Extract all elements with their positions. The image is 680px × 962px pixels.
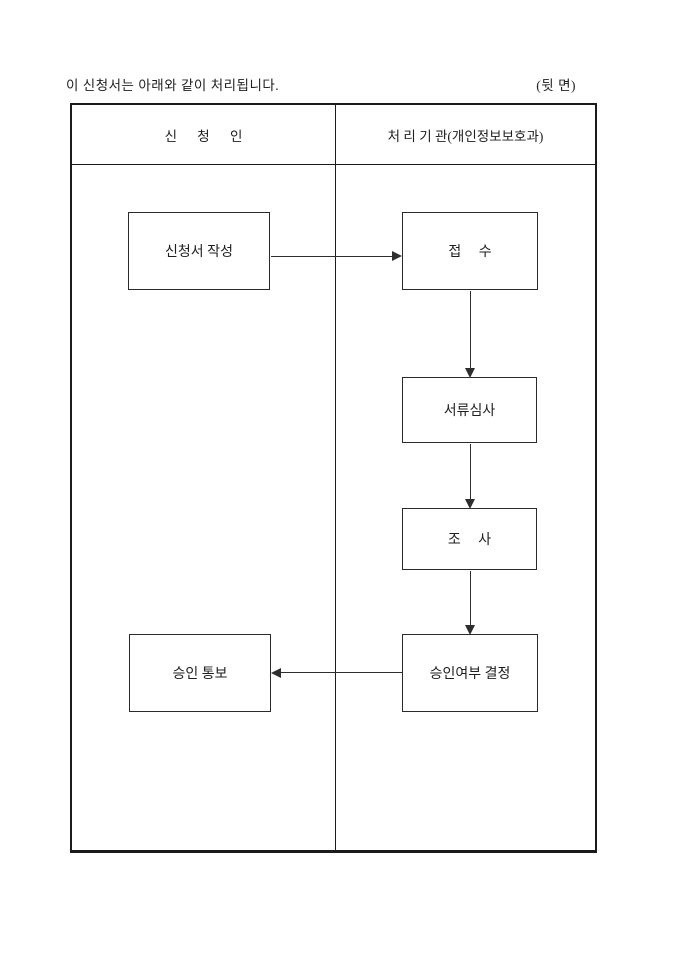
flow-box-approval-decision: 승인여부 결정 <box>402 634 538 712</box>
arrow-receipt-to-review-head-icon <box>465 368 475 378</box>
arrow-application-to-receipt-head-icon <box>392 251 402 261</box>
flow-box-investigation-label: 조 사 <box>447 533 492 548</box>
flow-box-document-review: 서류심사 <box>402 377 537 443</box>
arrow-receipt-to-review-line <box>470 291 471 369</box>
flow-box-approval-notice-label: 승인 통보 <box>172 667 228 682</box>
processing-note-text: 이 신청서는 아래와 같이 처리됩니다. <box>66 78 280 93</box>
arrow-review-to-investigation-line <box>470 444 471 499</box>
flow-box-write-application: 신청서 작성 <box>128 212 270 290</box>
arrow-investigation-to-decision-line <box>470 571 471 625</box>
flow-box-approval-decision-label: 승인여부 결정 <box>429 667 511 682</box>
flow-box-receipt: 접 수 <box>402 212 538 290</box>
column-divider-line <box>335 105 336 851</box>
page-title-row: 이 신청서는 아래와 같이 처리됩니다. (뒷 면) <box>66 74 576 94</box>
flow-box-write-application-label: 신청서 작성 <box>165 245 233 260</box>
arrow-decision-to-notice-head-icon <box>271 668 281 678</box>
header-row-divider-line <box>72 164 595 165</box>
arrow-decision-to-notice-line <box>281 672 402 673</box>
back-side-label: (뒷 면) <box>536 78 576 93</box>
arrow-investigation-to-decision-head-icon <box>465 625 475 635</box>
arrow-application-to-receipt-line <box>271 256 392 257</box>
flow-box-investigation: 조 사 <box>402 508 537 570</box>
flow-box-receipt-label: 접 수 <box>448 245 492 260</box>
flow-box-approval-notice: 승인 통보 <box>129 634 271 712</box>
arrow-review-to-investigation-head-icon <box>465 499 475 509</box>
process-table-border <box>70 103 597 853</box>
flow-box-document-review-label: 서류심사 <box>443 404 496 419</box>
column-header-agency: 처 리 기 관(개인정보보호과) <box>387 128 544 144</box>
column-header-applicant: 신 청 인 <box>164 128 243 144</box>
